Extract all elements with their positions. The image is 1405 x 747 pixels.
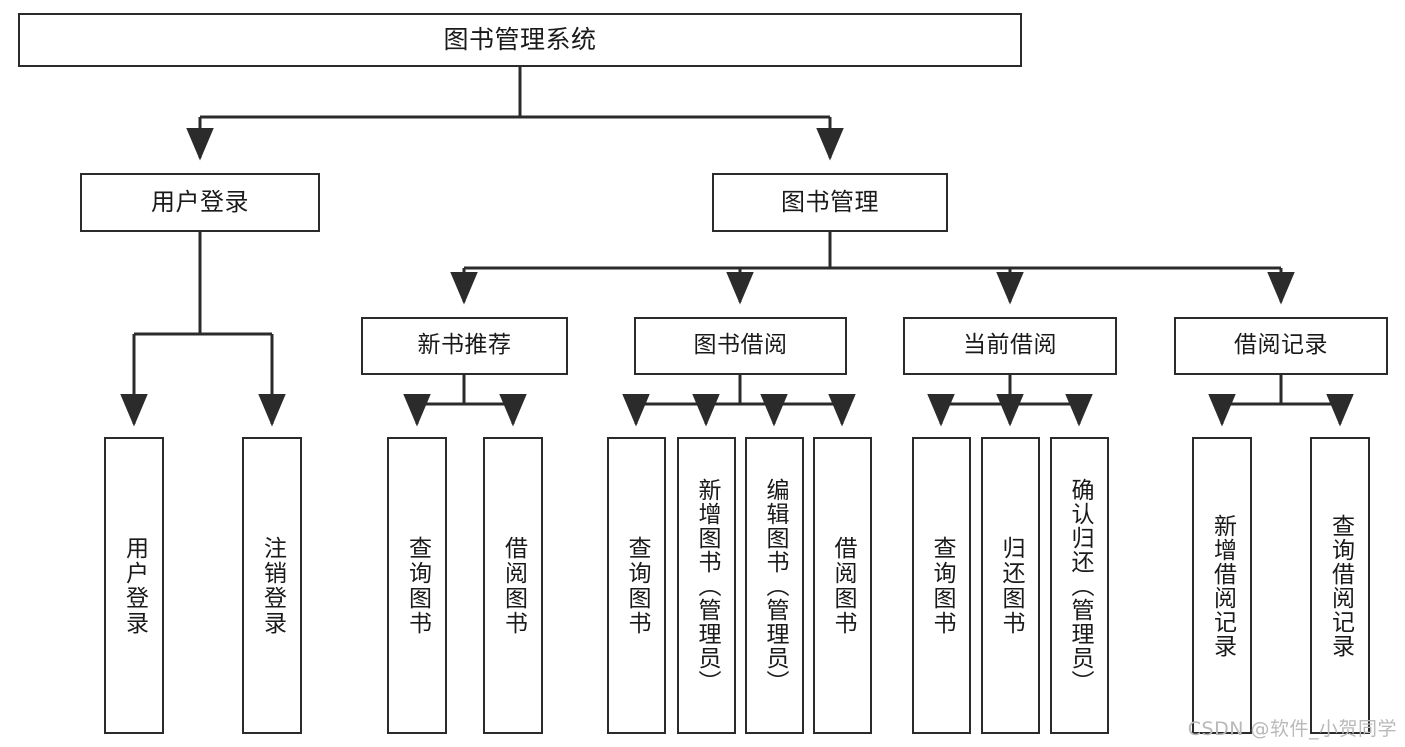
node-new-book-recommend[interactable]: 新书推荐	[361, 317, 568, 375]
node-leaf-query-book-recommend[interactable]: 查询图书	[387, 437, 447, 734]
node-leaf-query-book-borrow[interactable]: 查询图书	[607, 437, 666, 734]
node-book-borrow[interactable]: 图书借阅	[634, 317, 847, 375]
node-label: 用户登录	[151, 188, 249, 217]
node-label: 借阅图书	[500, 535, 527, 636]
node-label: 借阅图书	[829, 535, 856, 636]
node-label: 归还图书	[997, 535, 1024, 636]
node-label: 新书推荐	[417, 332, 512, 359]
node-leaf-edit-book-admin[interactable]: 编辑图书（管理员）	[745, 437, 804, 734]
node-leaf-add-book-admin[interactable]: 新增图书（管理员）	[677, 437, 736, 734]
node-leaf-borrow-book[interactable]: 借阅图书	[813, 437, 872, 734]
node-label: 确认归还（管理员）	[1066, 477, 1093, 694]
node-leaf-return-book[interactable]: 归还图书	[981, 437, 1040, 734]
node-borrow-record[interactable]: 借阅记录	[1174, 317, 1388, 375]
node-label: 注销登录	[259, 535, 286, 636]
node-leaf-confirm-return-admin[interactable]: 确认归还（管理员）	[1050, 437, 1109, 734]
node-label: 用户登录	[121, 535, 148, 636]
node-label: 查询图书	[404, 535, 431, 636]
node-label: 新增图书（管理员）	[693, 477, 720, 694]
node-label: 当前借阅	[963, 332, 1057, 359]
node-leaf-user-login[interactable]: 用户登录	[104, 437, 164, 734]
node-leaf-borrow-book-recommend[interactable]: 借阅图书	[483, 437, 543, 734]
watermark-text: CSDN @软件_小贺同学	[1187, 718, 1397, 740]
node-label: 借阅记录	[1234, 332, 1328, 359]
node-label: 图书借阅	[693, 332, 788, 359]
node-leaf-query-borrow-record[interactable]: 查询借阅记录	[1310, 437, 1370, 734]
node-label: 查询借阅记录	[1327, 513, 1354, 658]
node-leaf-add-borrow-record[interactable]: 新增借阅记录	[1192, 437, 1252, 734]
node-root-book-management-system[interactable]: 图书管理系统	[18, 13, 1022, 67]
node-label: 查询图书	[928, 535, 955, 636]
node-label: 图书管理	[781, 188, 879, 217]
node-label: 编辑图书（管理员）	[761, 477, 788, 694]
node-label: 新增借阅记录	[1209, 513, 1236, 658]
node-label: 查询图书	[623, 535, 650, 636]
node-label: 图书管理系统	[443, 25, 597, 55]
node-leaf-logout[interactable]: 注销登录	[242, 437, 302, 734]
node-book-management[interactable]: 图书管理	[712, 173, 948, 232]
node-current-borrow[interactable]: 当前借阅	[903, 317, 1117, 375]
node-user-login[interactable]: 用户登录	[80, 173, 320, 232]
node-leaf-query-book-current[interactable]: 查询图书	[912, 437, 971, 734]
